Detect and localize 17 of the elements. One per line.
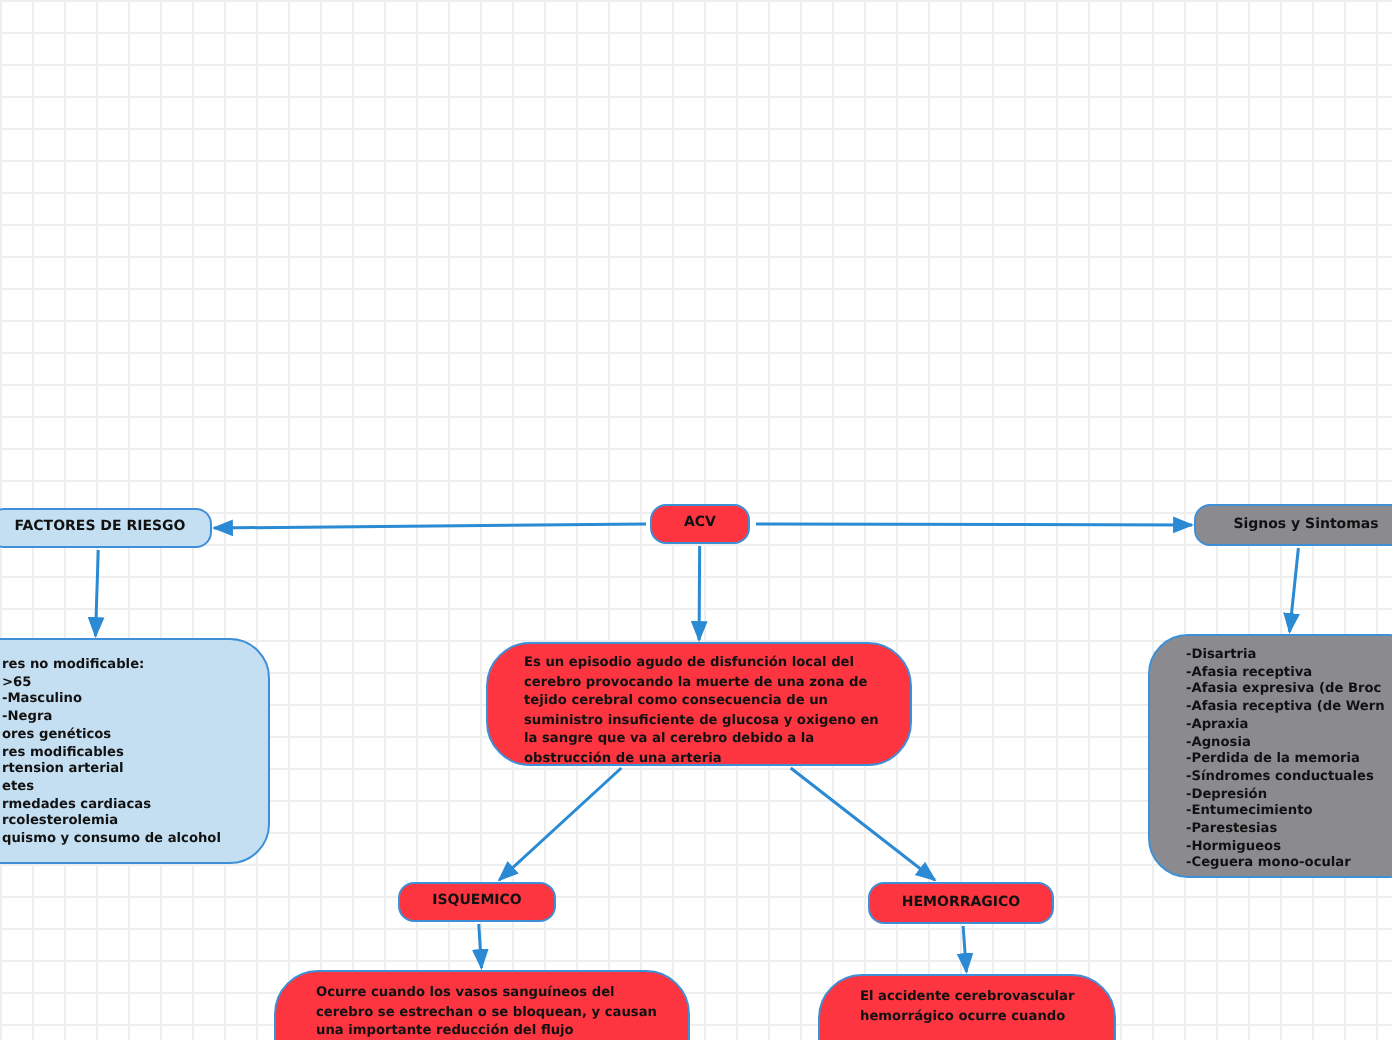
- arrow: [87, 549, 105, 639]
- arrow: [756, 516, 1195, 534]
- arrow: [471, 923, 489, 971]
- content-box: [486, 642, 912, 766]
- topic-box: [398, 882, 556, 922]
- content-box: [0, 638, 270, 864]
- arrow: [690, 546, 708, 643]
- arrow: [1283, 547, 1300, 635]
- arrow: [789, 766, 937, 882]
- topic-box: [650, 504, 750, 544]
- topic-box: [0, 508, 212, 548]
- topic-box: [1194, 504, 1392, 546]
- topic-box: [868, 882, 1054, 924]
- arrow: [956, 925, 974, 975]
- arrow: [211, 519, 646, 537]
- arrow: [497, 766, 623, 882]
- content-box: [1148, 634, 1392, 878]
